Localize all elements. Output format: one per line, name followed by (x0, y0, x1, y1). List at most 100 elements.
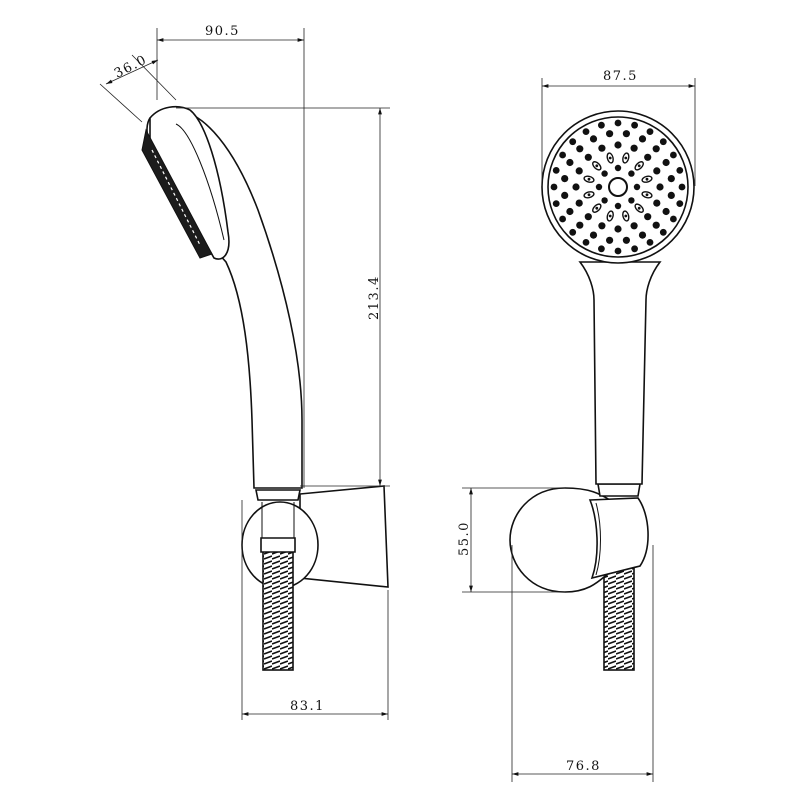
nozzle-dot (589, 135, 598, 143)
nozzle-dot (630, 144, 638, 152)
nozzle-dot (584, 213, 592, 221)
nozzle-dot (584, 153, 592, 161)
side-hose (262, 547, 294, 671)
front-bracket-clip (588, 497, 649, 580)
nozzle-dot (656, 183, 664, 191)
nozzle-dot (637, 164, 641, 168)
nozzle-dot (676, 167, 684, 174)
nozzle-dot (614, 247, 622, 255)
dim-top-width: 90.5 (205, 24, 240, 39)
nozzle-dot (622, 130, 631, 138)
nozzle-dot (598, 121, 605, 129)
nozzle-dot (644, 213, 652, 221)
dim-head-thickness: 36.0 (112, 52, 150, 81)
side-hose-connector (260, 537, 296, 553)
nozzle-dot (638, 231, 647, 239)
nozzle-dot (614, 164, 622, 172)
nozzle-dot (676, 200, 684, 208)
nozzle-dot (652, 145, 660, 153)
nozzle-dot (653, 167, 661, 175)
nozzle-dot (653, 199, 661, 207)
nozzle-dot (662, 158, 670, 167)
nozzle-dot (552, 167, 560, 174)
nozzle-dot (569, 228, 577, 236)
nozzle-dot (595, 183, 603, 191)
nozzle-dot (589, 231, 598, 239)
front-dimensions: 87.5 55.0 76.8 (457, 69, 696, 782)
nozzle-dot (550, 183, 558, 191)
nozzle-dot (598, 144, 606, 152)
side-spray-head (149, 105, 230, 260)
nozzle-dot (569, 138, 577, 146)
nozzle-dot (614, 225, 622, 233)
side-dimensions: 90.5 36.0 213.4 83.1 (99, 24, 390, 720)
nozzle-dot (566, 158, 574, 167)
nozzle-dot (559, 215, 566, 223)
dim-total-height: 213.4 (367, 275, 382, 320)
nozzle-dot (662, 207, 670, 216)
dim-bracket-height: 55.0 (457, 521, 472, 556)
nozzle-dot (659, 228, 667, 236)
nozzle-dot (622, 236, 631, 244)
nozzle-dot (601, 170, 608, 177)
nozzle-dot (561, 175, 569, 183)
nozzle-dot (606, 130, 614, 138)
nozzle-dot (645, 193, 649, 197)
nozzle-dot (575, 199, 583, 207)
nozzle-dot (576, 221, 584, 229)
nozzle-dot (630, 222, 638, 230)
nozzle-dot (633, 183, 641, 191)
center-nozzle (608, 177, 628, 197)
side-collar (255, 489, 301, 501)
nozzle-dot (624, 214, 628, 218)
nozzle-dot (587, 193, 591, 197)
nozzle-dot (601, 197, 608, 204)
nozzle-dot (670, 151, 677, 159)
nozzle-dot (587, 177, 591, 181)
dim-base-width-side: 83.1 (290, 699, 325, 714)
nozzle-dot (598, 222, 606, 230)
front-view (509, 110, 695, 671)
nozzle-dot (575, 167, 583, 175)
nozzle-dot (614, 202, 622, 210)
nozzle-dot (608, 156, 612, 160)
nozzle-dot (595, 164, 599, 168)
front-handle (578, 261, 662, 485)
nozzle-dot (566, 207, 574, 216)
nozzle-dot (614, 119, 622, 127)
nozzle-dot (606, 236, 614, 244)
nozzle-dot (582, 128, 590, 136)
nozzle-dot (559, 151, 566, 159)
nozzle-dot (631, 245, 638, 253)
nozzle-dot (667, 191, 675, 199)
nozzle-dot (552, 200, 560, 208)
nozzle-dot (614, 141, 622, 149)
nozzle-dot (670, 215, 677, 223)
nozzle-dot (646, 128, 654, 136)
nozzle-dot (561, 191, 569, 199)
nozzle-dot (582, 239, 590, 246)
nozzle-dot (645, 177, 649, 181)
nozzle-dot (576, 145, 584, 153)
dim-base-width-front: 76.8 (566, 759, 601, 774)
nozzle-dot (659, 138, 667, 146)
nozzle-dot (638, 135, 647, 143)
front-hose (603, 565, 635, 671)
side-nozzle-face (141, 128, 213, 259)
nozzle-dot (631, 121, 638, 129)
nozzle-dot (644, 153, 652, 161)
nozzle-dot (595, 206, 599, 210)
side-view (141, 105, 389, 671)
nozzle-dot (637, 206, 641, 210)
nozzle-dot (628, 197, 635, 204)
nozzle-dot (628, 170, 635, 177)
nozzle-dot (624, 156, 628, 160)
nozzle-dot (646, 239, 654, 246)
nozzle-dot (608, 214, 612, 218)
dim-head-diameter: 87.5 (603, 69, 638, 84)
nozzle-pattern (550, 119, 686, 255)
nozzle-dot (678, 183, 686, 191)
front-spray-face (547, 116, 689, 258)
nozzle-dot (652, 221, 660, 229)
